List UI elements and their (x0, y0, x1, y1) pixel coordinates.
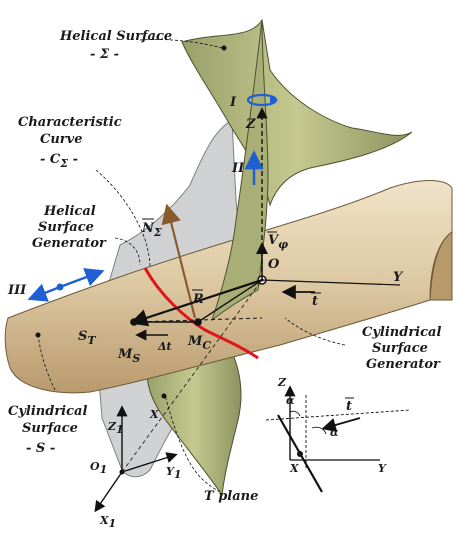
y-axis (261, 279, 401, 286)
cyl-surface-caption-1: Cylindrical (8, 404, 87, 419)
ms-label-main: M (117, 347, 133, 362)
r-vector (129, 278, 263, 327)
inset-alpha-arc-2 (311, 426, 327, 435)
origin-label: O (268, 257, 280, 272)
helical-surface-upper (181, 18, 413, 207)
characteristic-caption-sym: - CΣ - (40, 152, 78, 170)
inset-z-label: Z (277, 376, 287, 389)
normal-label-sub: Σ (153, 226, 162, 239)
roman-ii-label: II (231, 161, 245, 176)
helical-generator-caption-3: Generator (32, 236, 107, 251)
translation-arrow-iii (59, 268, 105, 289)
st-label: ST (78, 329, 96, 347)
st-label-main: S (78, 329, 87, 344)
point-mc (194, 318, 202, 326)
cylinder-end-cap (429, 231, 453, 301)
characteristic-sym-main: - C (40, 152, 61, 167)
leader-characteristic-curve (95, 169, 151, 269)
characteristic-sym-sub: Σ (59, 157, 68, 170)
v-phi-label-sub: φ (278, 238, 288, 251)
z-axis-label: Z (245, 117, 256, 132)
z1-label: Z1 (107, 420, 124, 436)
leader-helical-surface (139, 39, 223, 49)
y1-axis (121, 452, 178, 473)
leader-helical-generator (114, 237, 141, 266)
mc-label: MC (187, 334, 211, 352)
o1-label-main: O (90, 460, 100, 473)
helical-surface-symbol: - Σ - (90, 47, 119, 62)
inset-alpha-2-label: α (330, 426, 339, 439)
helical-generator-caption-2: Surface (38, 220, 94, 235)
cyl-generator-caption-2: Surface (372, 341, 428, 356)
cyl-generator-caption-3: Generator (366, 357, 441, 372)
ms-label: MS (117, 347, 140, 365)
inset-x-dot (297, 451, 303, 457)
st-label-sub: T (87, 334, 96, 347)
inset-t-vector (321, 417, 361, 432)
characteristic-caption-1: Characteristic (18, 115, 122, 130)
roman-i-label: I (229, 95, 237, 110)
x1-label-sub: 1 (109, 517, 117, 530)
cyl-surface-caption-2: Surface (22, 421, 78, 436)
leader-helical-surface-dot (221, 45, 227, 51)
v-phi-label-main: V (268, 233, 280, 248)
y1-label: Y1 (166, 465, 182, 481)
mc-label-main: M (187, 334, 203, 349)
normal-label-main: N (141, 221, 155, 236)
helical-surface-caption: Helical Surface (59, 29, 172, 44)
translation-arrow-iii-back (27, 283, 61, 302)
leader-cyl-generator (284, 317, 346, 346)
inset-alpha-arc-1 (289, 410, 301, 417)
normal-vector (161, 203, 197, 319)
delta-t-label: Δt (157, 340, 172, 353)
cyl-surface-symbol: - S - (26, 441, 55, 456)
leader-t-plane-dot (161, 393, 167, 399)
y-axis-label: Y (393, 270, 404, 285)
leader-cyl-surface (37, 334, 56, 391)
helical-generator-caption-1: Helical (43, 204, 96, 219)
inset-alpha-1-label: α (286, 394, 295, 407)
characteristic-caption-2: Curve (40, 132, 82, 147)
z1-label-main: Z (107, 420, 117, 433)
x1-label-main: X (99, 514, 109, 527)
t-plane-caption: T plane (204, 489, 258, 504)
leader-t-plane (164, 394, 221, 493)
translation-arrow-iii-dot (56, 283, 64, 291)
inset-x-label: X (289, 462, 299, 475)
r-vector-2 (197, 279, 263, 323)
z1-label-sub: 1 (116, 423, 124, 436)
inset-y-label: Y (378, 462, 387, 475)
inset-dashed-horizontal (265, 409, 411, 421)
frame-link (121, 279, 263, 473)
x1-label: X1 (99, 514, 116, 530)
x1-axis (94, 471, 123, 513)
characteristic-curve (143, 267, 259, 360)
characteristic-sym-end: - (68, 152, 78, 167)
o1-label: O1 (90, 460, 107, 476)
cyl-generator-caption-1: Cylindrical (362, 325, 441, 340)
point-ms (130, 318, 138, 326)
roman-iii-label: III (7, 283, 27, 298)
r-vector-label: R (192, 292, 204, 307)
y1-label-sub: 1 (174, 468, 182, 481)
o1-label-sub: 1 (100, 463, 108, 476)
leader-cyl-surface-dot (35, 332, 41, 338)
t-vector-label: t (312, 294, 318, 309)
rotation-arrow-i-head (270, 96, 278, 104)
normal-label: NΣ (141, 221, 162, 239)
mc-label-sub: C (202, 339, 211, 352)
x-label: X (149, 408, 159, 421)
v-phi-label: Vφ (268, 233, 288, 251)
y1-label-main: Y (166, 465, 175, 478)
inset-t-label: t (346, 399, 352, 414)
ms-label-sub: S (132, 352, 140, 365)
point-o1 (119, 469, 125, 475)
